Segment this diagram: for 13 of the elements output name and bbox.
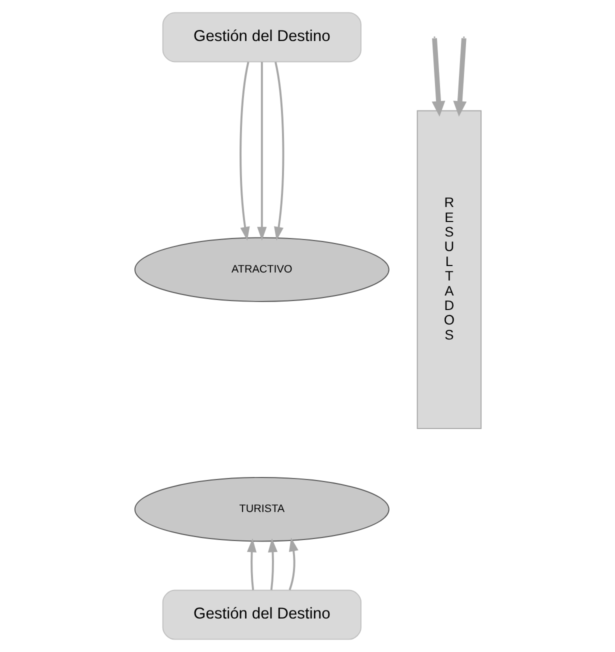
arrow bbox=[256, 62, 266, 241]
arrow bbox=[239, 62, 250, 241]
arrow bbox=[267, 538, 278, 590]
node-ellipse: ATRACTIVO bbox=[134, 237, 389, 302]
arrow bbox=[452, 38, 466, 117]
node-ellipse: TURISTA bbox=[134, 477, 389, 542]
arrow bbox=[288, 538, 298, 590]
arrow bbox=[246, 538, 256, 590]
node-box: RESULTADOS bbox=[416, 110, 482, 429]
node-box: Gestión del Destino bbox=[162, 12, 361, 62]
node-box: Gestión del Destino bbox=[162, 590, 361, 640]
arrow bbox=[274, 62, 284, 241]
arrow bbox=[431, 38, 445, 117]
